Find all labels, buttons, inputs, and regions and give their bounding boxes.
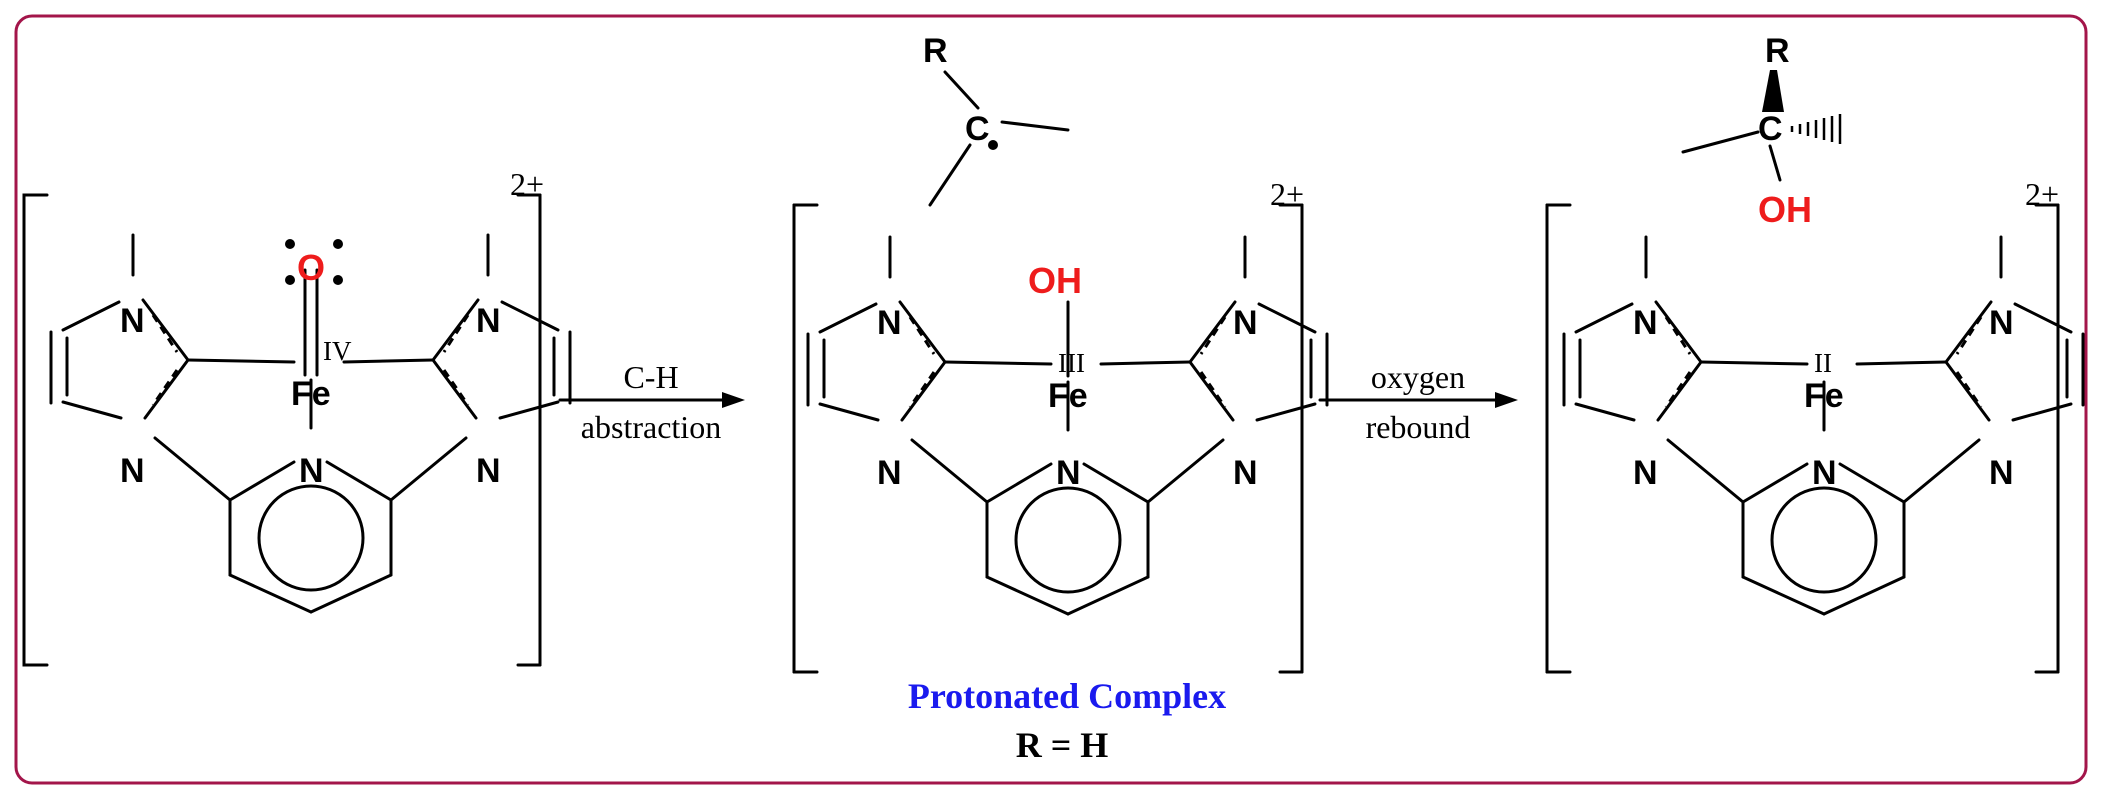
atom-n: N (299, 452, 324, 490)
charge-label: 2+ (510, 166, 544, 202)
complex-iron-iv-oxo: 2+ N N N N N Fe IV O (22, 166, 572, 667)
charge-label: 2+ (1270, 176, 1304, 212)
scheme-frame (14, 14, 2088, 785)
oxidation-state-label: IV (323, 336, 352, 366)
radical-carbon: C (965, 110, 990, 148)
atom-labels: N N N N N Fe (877, 304, 1258, 492)
bracket-right (1278, 203, 1304, 674)
atom-n: N (877, 304, 902, 342)
arrow-label-top: C-H (623, 359, 678, 395)
substituent-r: R (923, 32, 948, 70)
complex-iron-iii-hydroxo: 2+ N N N N N Fe III OH R C (792, 32, 1329, 674)
radical-electron (988, 140, 998, 150)
atom-n: N (1633, 454, 1658, 492)
atom-n: N (1056, 454, 1081, 492)
atom-fe: Fe (1804, 377, 1844, 415)
oxo-oxygen: O (297, 247, 325, 288)
atom-n: N (1233, 454, 1258, 492)
charge-label: 2+ (2025, 176, 2059, 212)
atom-n: N (120, 302, 145, 340)
bracket-right (516, 193, 542, 667)
atom-n: N (1233, 304, 1258, 342)
atom-n: N (877, 454, 902, 492)
stereocenter-carbon: C (1758, 110, 1783, 148)
bracket-right (2034, 203, 2060, 674)
oxidation-state-label: II (1814, 348, 1832, 378)
alcohol-product: R C OH (1681, 32, 1842, 230)
caption-r-equals-h: R = H (1016, 725, 1109, 765)
carbon-radical: R C (923, 32, 1070, 207)
caption-protonated-complex: Protonated Complex (908, 676, 1226, 716)
atom-n: N (120, 452, 145, 490)
hydroxyl-group: OH (1758, 189, 1812, 230)
atom-n: N (1989, 454, 2014, 492)
atom-labels: N N N N N Fe (120, 302, 501, 490)
complex-iron-ii: 2+ N N N N N Fe II R C (1545, 32, 2085, 674)
hashed-bond (1790, 114, 1842, 144)
atom-n: N (1633, 304, 1658, 342)
oxidation-state-label: III (1058, 348, 1085, 378)
substituent-r: R (1765, 32, 1790, 70)
bracket-left (1545, 203, 1572, 674)
arrow-label-top: oxygen (1371, 359, 1465, 395)
hydroxyl-group: OH (1028, 260, 1082, 301)
arrow-label-bottom: rebound (1366, 409, 1471, 445)
bracket-left (22, 193, 49, 667)
atom-fe: Fe (291, 375, 331, 413)
wedge-bond (1762, 70, 1784, 112)
arrow-label-bottom: abstraction (581, 409, 721, 445)
atom-fe: Fe (1048, 377, 1088, 415)
atom-n: N (476, 452, 501, 490)
atom-n: N (1989, 304, 2014, 342)
bracket-left (792, 203, 819, 674)
arrow-ch-abstraction: C-H abstraction (558, 359, 745, 445)
atom-labels: N N N N N Fe (1633, 304, 2014, 492)
atom-n: N (476, 302, 501, 340)
atom-n: N (1812, 454, 1837, 492)
arrow-oxygen-rebound: oxygen rebound (1318, 359, 1518, 445)
lone-pairs (285, 239, 343, 285)
